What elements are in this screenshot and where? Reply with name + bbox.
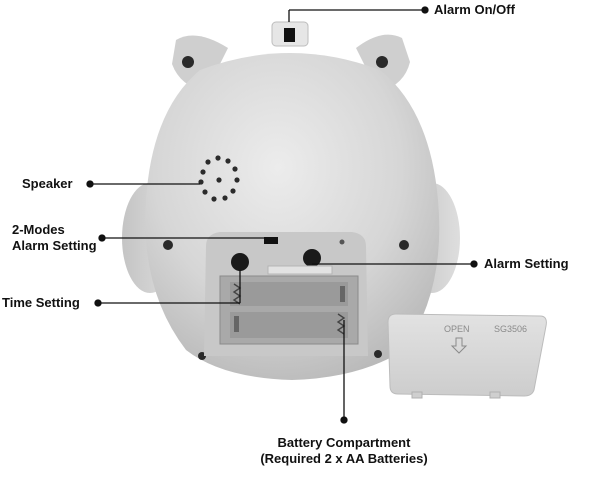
battery-springs <box>232 283 346 335</box>
left-ear-dot <box>182 56 194 68</box>
alarm-switch[interactable] <box>284 28 295 42</box>
callout-two-modes-line1: 2-Modes <box>12 222 65 237</box>
callout-two-modes: 2-Modes Alarm Setting <box>12 222 97 254</box>
battery-slot-bottom <box>230 312 348 338</box>
lid-tab-right <box>489 391 501 399</box>
speaker-grille <box>198 155 240 202</box>
panel-indicator <box>339 239 345 245</box>
lid-open-label: OPEN <box>444 324 470 334</box>
right-ear-dot <box>376 56 388 68</box>
callout-alarm-on-off: Alarm On/Off <box>434 2 515 17</box>
callout-speaker: Speaker <box>22 176 73 191</box>
lid-tab-left <box>411 391 423 399</box>
battery-contact-bottom <box>234 316 239 332</box>
callout-time-setting: Time Setting <box>2 295 80 310</box>
alarm-setting-knob[interactable] <box>303 249 321 267</box>
leader-lines <box>86 6 478 424</box>
bottom-right-foot <box>374 350 382 358</box>
callout-alarm-setting: Alarm Setting <box>484 256 569 271</box>
battery-slot-top <box>230 282 348 306</box>
left-ear <box>172 35 228 92</box>
battery-contact-top <box>340 286 345 302</box>
callout-battery-compartment: Battery Compartment (Required 2 x AA Bat… <box>244 435 444 467</box>
time-setting-knob[interactable] <box>231 253 249 271</box>
lid-model-label: SG3506 <box>494 324 527 334</box>
battery-lid[interactable]: OPEN SG3506 <box>387 313 547 399</box>
lid-open-arrow-icon <box>450 337 468 354</box>
bottom-left-foot <box>198 352 206 360</box>
callout-two-modes-line2: Alarm Setting <box>12 238 97 253</box>
callout-battery-line2: (Required 2 x AA Batteries) <box>260 451 428 466</box>
callout-battery-line1: Battery Compartment <box>277 435 411 450</box>
compartment-latch <box>267 265 333 275</box>
right-screw-hole <box>399 240 409 250</box>
two-modes-switch[interactable] <box>264 237 278 244</box>
left-screw-hole <box>163 240 173 250</box>
